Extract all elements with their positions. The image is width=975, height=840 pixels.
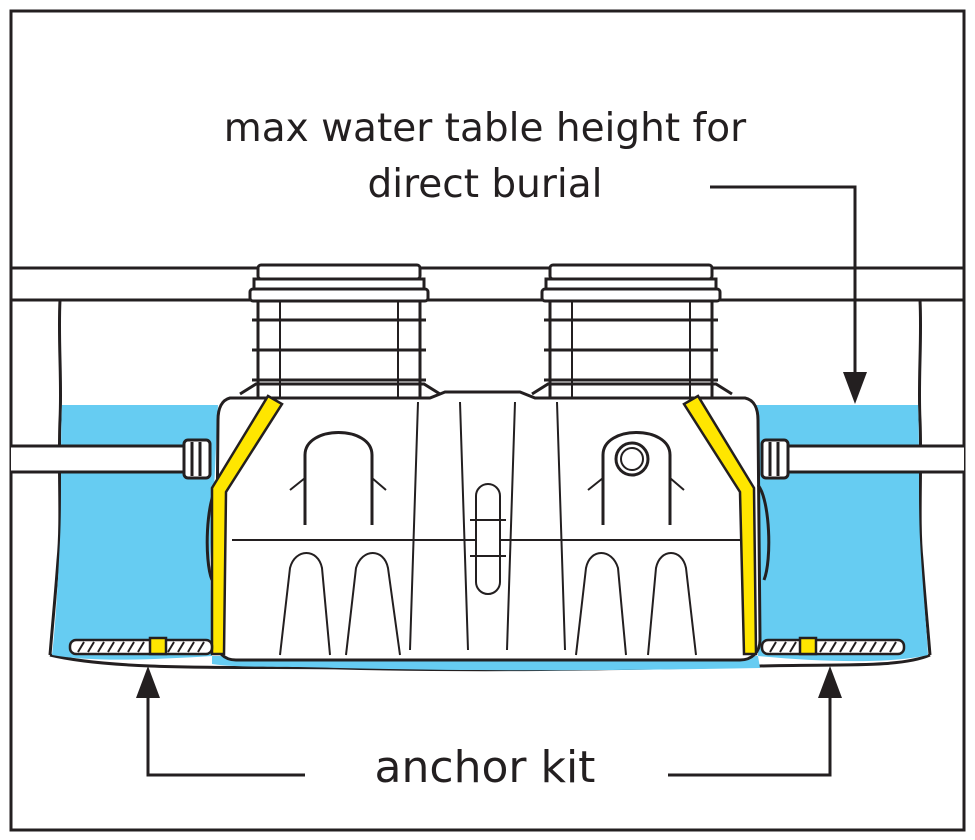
arrow-up-icon xyxy=(136,666,160,698)
septic-tank xyxy=(205,390,771,662)
anchor-strap-left xyxy=(210,394,284,656)
water-table-leader xyxy=(710,185,857,378)
anchor-kit-label: anchor kit xyxy=(374,742,596,793)
water-table-label-line-1: max water table height for xyxy=(223,106,747,151)
water-table-label-line-2: direct burial xyxy=(367,162,603,207)
arrow-down-icon xyxy=(843,372,867,404)
ground-surface xyxy=(11,266,964,302)
riser-left xyxy=(239,263,441,400)
anchor-kit-left xyxy=(68,636,214,656)
arrow-up-icon xyxy=(818,666,842,698)
outlet-pipe xyxy=(760,438,964,480)
inlet-pipe xyxy=(11,438,212,480)
riser-right xyxy=(531,263,733,400)
anchor-kit-right xyxy=(760,636,906,656)
anchor-kit-leader xyxy=(146,694,832,777)
anchor-strap-right xyxy=(682,394,758,656)
